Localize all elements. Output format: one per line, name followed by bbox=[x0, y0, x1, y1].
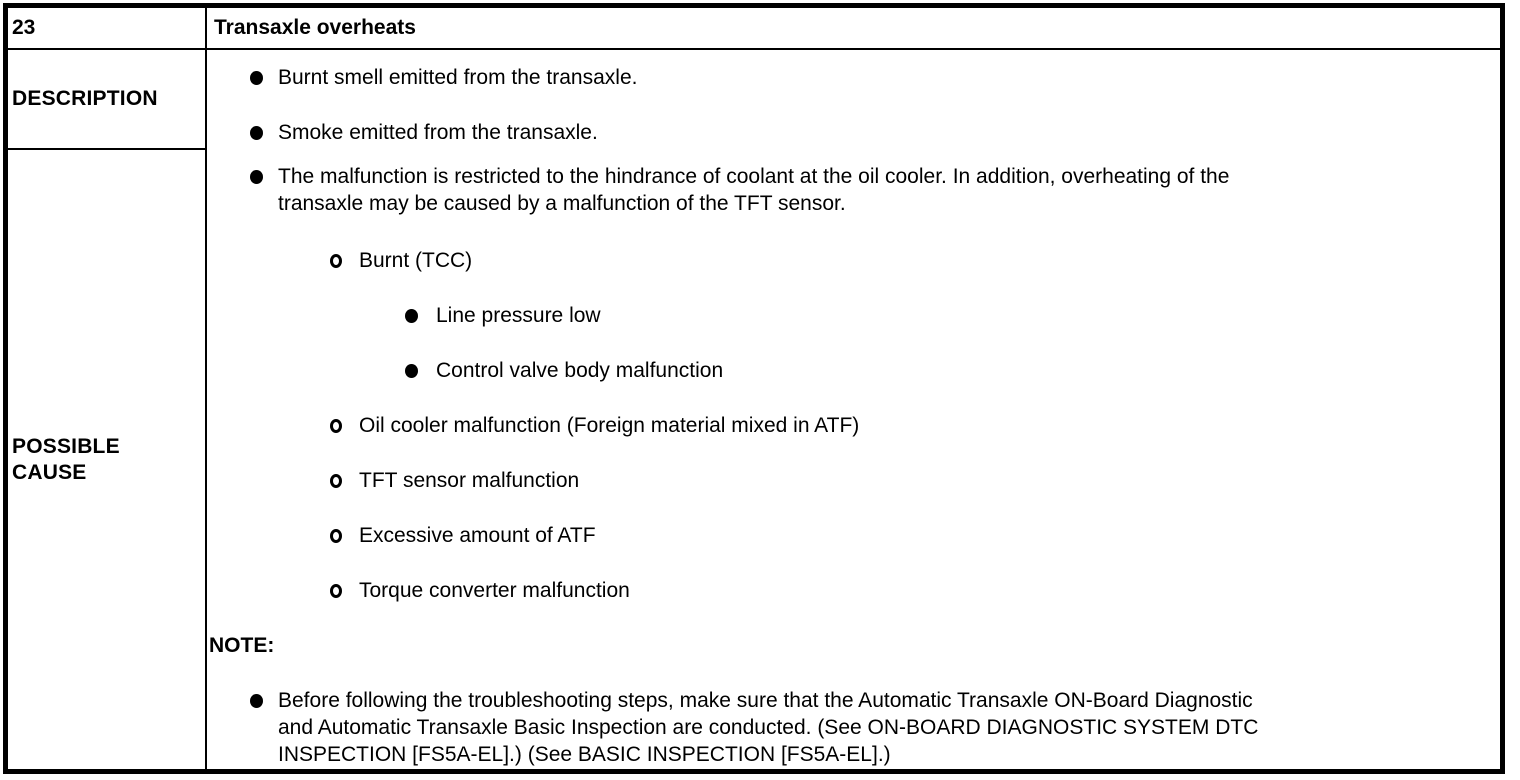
bullet-icon bbox=[250, 71, 263, 85]
circle-bullet-icon bbox=[330, 254, 342, 268]
cause-item: Burnt (TCC) bbox=[359, 249, 473, 272]
list-item: Line pressure low bbox=[207, 302, 1500, 329]
note-label: NOTE: bbox=[209, 634, 275, 657]
item-number: 23 bbox=[12, 16, 36, 39]
list-item: TFT sensor malfunction bbox=[207, 467, 1500, 494]
circle-bullet-icon bbox=[330, 529, 342, 543]
item-title-cell: Transaxle overheats bbox=[207, 8, 1500, 50]
note-text: Before following the troubleshooting ste… bbox=[278, 689, 1259, 766]
list-item: Excessive amount of ATF bbox=[207, 522, 1500, 549]
item-number-cell: 23 bbox=[8, 8, 207, 50]
bullet-icon bbox=[405, 309, 418, 323]
list-item: The malfunction is restricted to the hin… bbox=[207, 163, 1500, 217]
bullet-icon bbox=[405, 364, 418, 378]
list-item: Before following the troubleshooting ste… bbox=[207, 687, 1500, 768]
circle-bullet-icon bbox=[330, 474, 342, 488]
list-item: Smoke emitted from the transaxle. bbox=[207, 119, 1500, 146]
cause-sub-item: Line pressure low bbox=[436, 304, 601, 327]
possible-cause-label-cell: POSSIBLE CAUSE bbox=[8, 150, 207, 769]
list-item: Torque converter malfunction bbox=[207, 577, 1500, 604]
list-item: Burnt smell emitted from the transaxle. bbox=[207, 64, 1500, 91]
description-label-cell: DESCRIPTION bbox=[8, 50, 207, 150]
cause-item: Torque converter malfunction bbox=[359, 579, 630, 602]
circle-bullet-icon bbox=[330, 584, 342, 598]
possible-cause-content-cell: The malfunction is restricted to the hin… bbox=[207, 150, 1500, 769]
description-content-cell: Burnt smell emitted from the transaxle. … bbox=[207, 50, 1500, 150]
list-item: Control valve body malfunction bbox=[207, 357, 1500, 384]
cause-intro: The malfunction is restricted to the hin… bbox=[278, 165, 1230, 215]
cause-item: Excessive amount of ATF bbox=[359, 524, 596, 547]
description-label: DESCRIPTION bbox=[12, 87, 158, 110]
description-item: Smoke emitted from the transaxle. bbox=[278, 121, 598, 144]
circle-bullet-icon bbox=[330, 419, 342, 433]
cause-item: Oil cooler malfunction (Foreign material… bbox=[359, 414, 860, 437]
cause-item: TFT sensor malfunction bbox=[359, 469, 580, 492]
troubleshooting-table: 23 Transaxle overheats DESCRIPTION Burnt… bbox=[3, 3, 1505, 774]
bullet-icon bbox=[250, 170, 263, 184]
description-item: Burnt smell emitted from the transaxle. bbox=[278, 66, 638, 89]
possible-cause-label: POSSIBLE CAUSE bbox=[12, 434, 120, 484]
cause-sub-item: Control valve body malfunction bbox=[436, 359, 724, 382]
bullet-icon bbox=[250, 126, 263, 140]
bullet-icon bbox=[250, 694, 263, 708]
list-item: Oil cooler malfunction (Foreign material… bbox=[207, 412, 1500, 439]
list-item: Burnt (TCC) bbox=[207, 247, 1500, 274]
item-title: Transaxle overheats bbox=[214, 16, 416, 39]
